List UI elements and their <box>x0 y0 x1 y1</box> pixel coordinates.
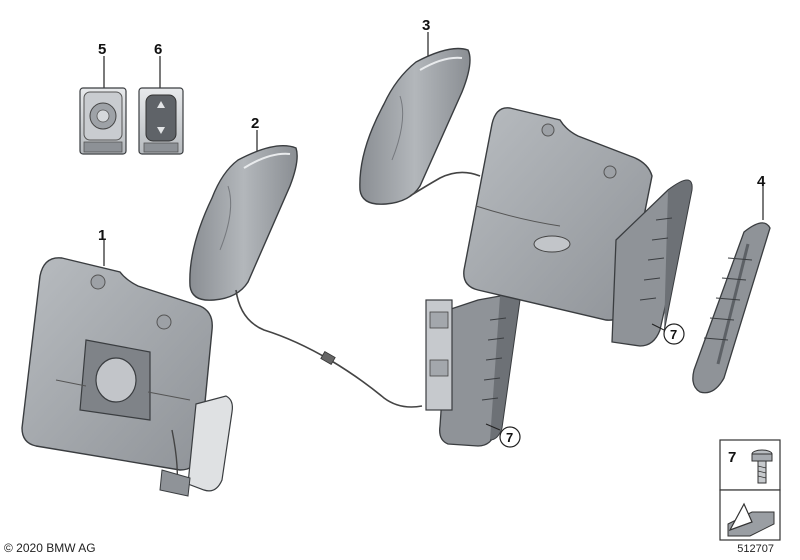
part-5-seat-switch <box>79 56 127 155</box>
part-6-lumbar-switch <box>138 56 184 155</box>
category-arrow-icon <box>727 502 775 537</box>
legend-number: 7 <box>728 449 736 466</box>
callout-4: 4 <box>757 173 766 190</box>
callout-3: 3 <box>422 17 430 34</box>
diagram-id: 512707 <box>737 543 774 555</box>
callout-5: 5 <box>98 41 106 58</box>
callout-6: 6 <box>154 41 162 58</box>
callout-1: 1 <box>98 227 106 244</box>
part-1-rear-panel <box>21 240 233 497</box>
wire-harness-left <box>235 289 423 408</box>
screw-icon <box>751 449 773 484</box>
callout-7-upper: 7 <box>663 323 685 345</box>
part-3-side-pad-upper <box>359 32 471 205</box>
lumbar-frame-upper <box>611 179 693 347</box>
part-4-side-trim <box>692 186 771 394</box>
lumbar-frame-lower <box>425 279 522 447</box>
svg-text:7: 7 <box>670 327 677 342</box>
part-2-side-pad <box>189 130 298 301</box>
copyright-text: © 2020 BMW AG <box>4 541 96 555</box>
wire-harness-right <box>409 171 481 197</box>
svg-text:7: 7 <box>506 430 513 445</box>
legend-box: 7 <box>719 439 781 541</box>
callout-2: 2 <box>251 115 259 132</box>
callout-7-lower: 7 <box>499 426 521 448</box>
